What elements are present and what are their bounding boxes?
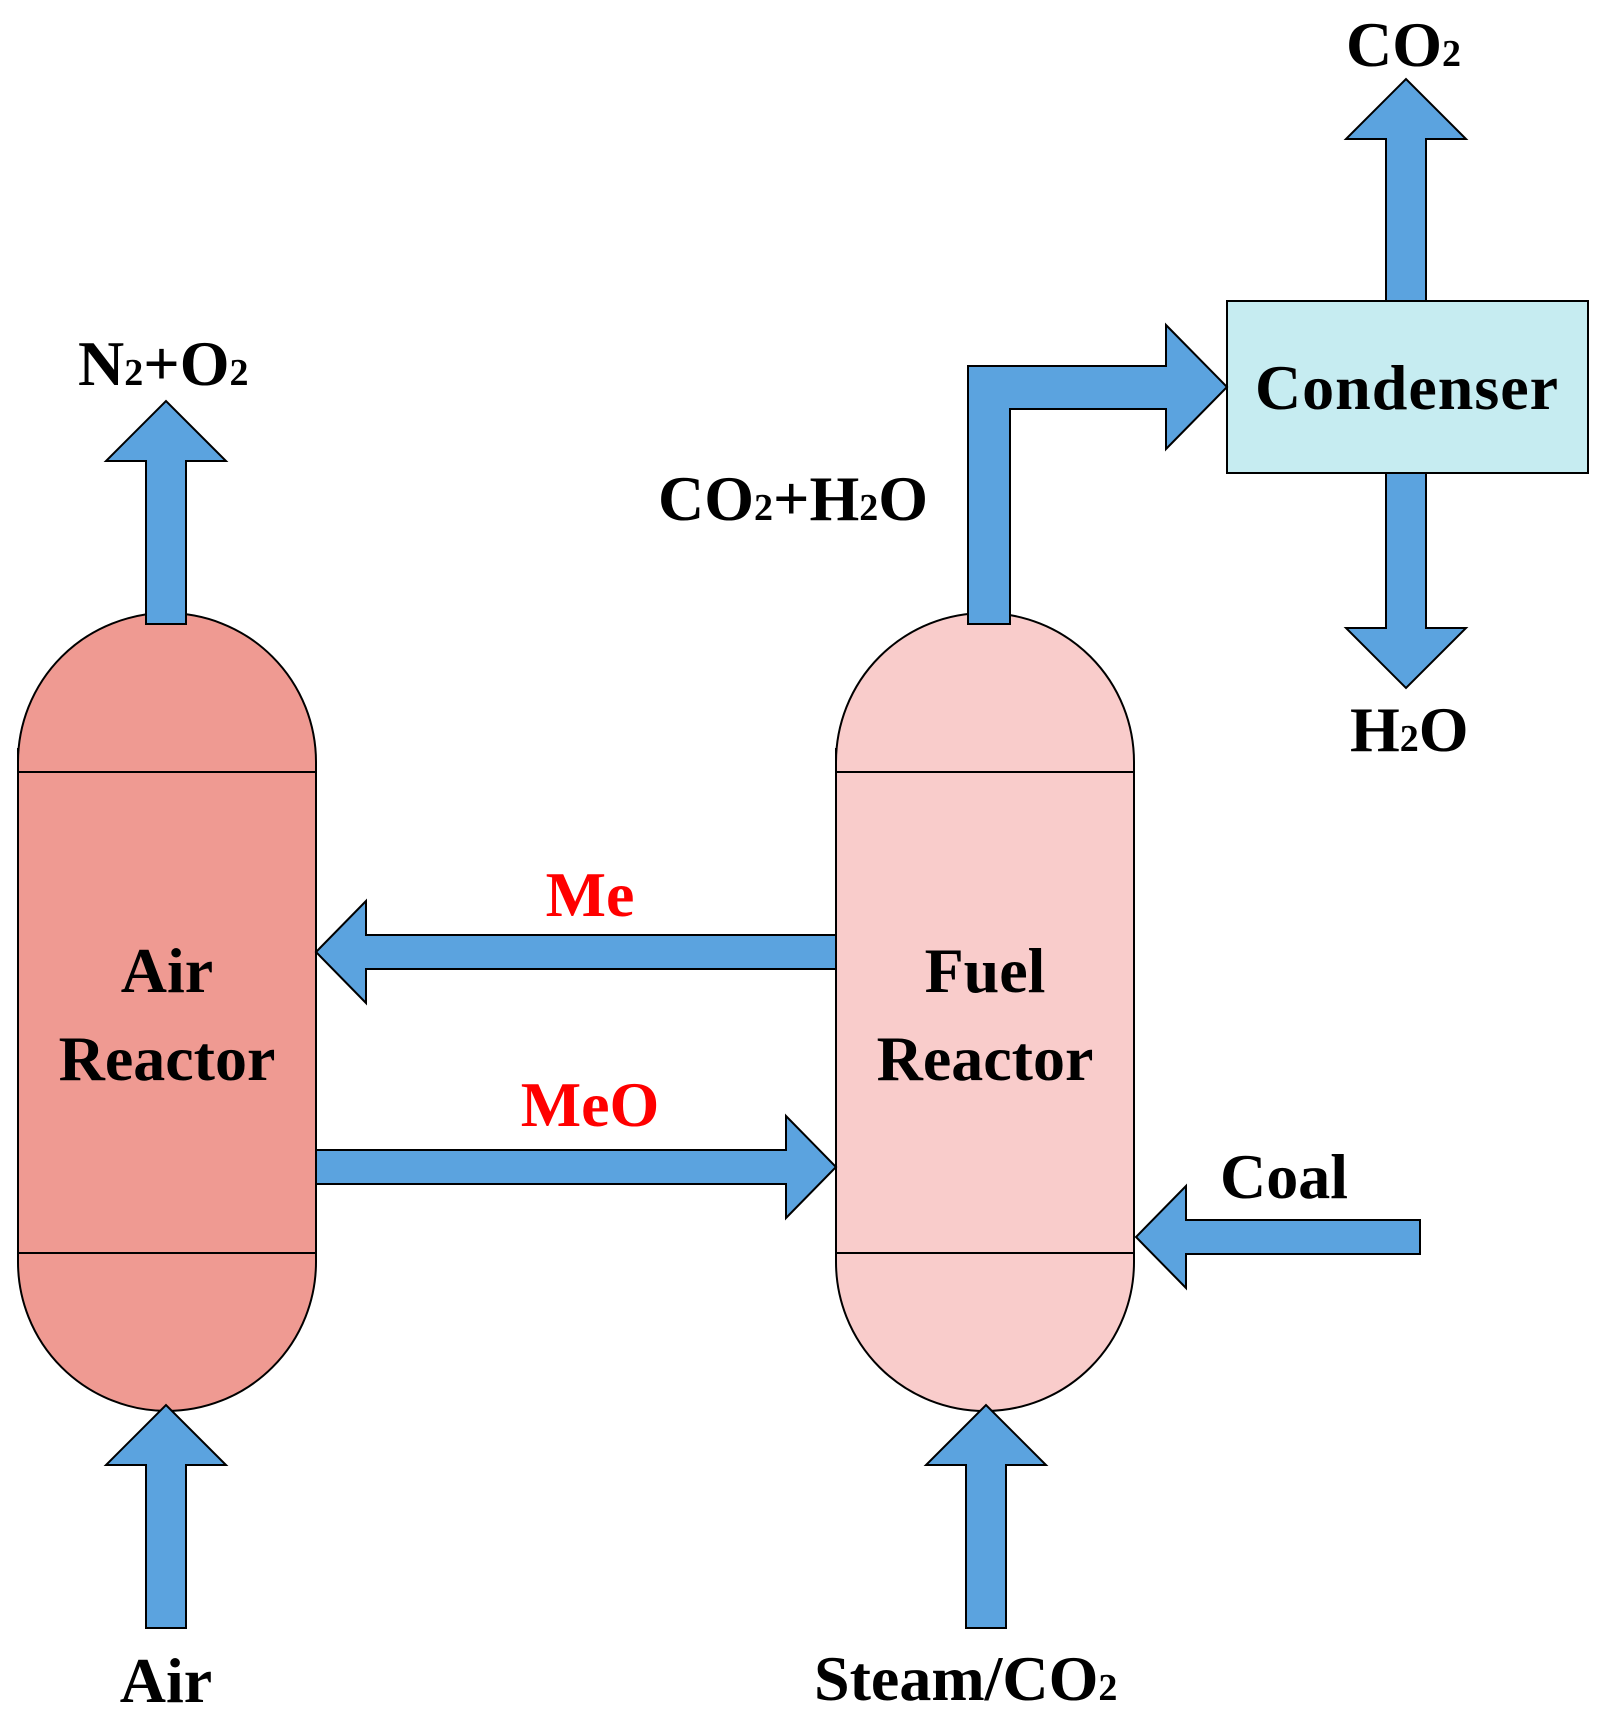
meo-transfer-arrow xyxy=(315,1113,838,1221)
co2-outlet-label: CO2 xyxy=(1346,9,1461,80)
n2-o2-outlet-arrow xyxy=(103,399,229,625)
n2-o2-label: N2+O2 xyxy=(78,328,248,399)
flow-arrows xyxy=(103,77,1469,1629)
air-reactor: Air Reactor xyxy=(17,612,317,1412)
co2-outlet-arrow xyxy=(1343,77,1469,302)
condenser-box xyxy=(1226,300,1589,474)
me-label: Me xyxy=(546,859,635,930)
air-reactor-body xyxy=(17,612,317,1412)
fuel-reactor-body xyxy=(835,612,1135,1412)
meo-label: MeO xyxy=(521,1069,660,1140)
fuel-reactor: Fuel Reactor xyxy=(835,612,1135,1412)
coal-label: Coal xyxy=(1220,1141,1348,1212)
steam-co2-label: Steam/CO2 xyxy=(814,1643,1117,1714)
h2o-outlet-arrow xyxy=(1343,472,1469,690)
me-transfer-arrow xyxy=(314,898,837,1006)
fuel-reactor-label-line2: Reactor xyxy=(877,1023,1094,1094)
air-inlet-arrow xyxy=(103,1403,229,1629)
condenser-label: Condenser xyxy=(1255,352,1559,423)
co2-h2o-pipe-arrow xyxy=(967,322,1229,625)
condenser: Condenser xyxy=(1226,300,1589,474)
air-reactor-label-line2: Reactor xyxy=(59,1023,276,1094)
h2o-outlet-label: H2O xyxy=(1350,694,1469,765)
coal-inlet-arrow xyxy=(1134,1183,1421,1291)
co2-h2o-label: CO2+H2O xyxy=(658,463,928,534)
air-inlet-label: Air xyxy=(120,1645,212,1716)
fuel-reactor-label-line1: Fuel xyxy=(925,935,1046,1006)
steam-co2-inlet-arrow xyxy=(923,1403,1049,1629)
air-reactor-label-line1: Air xyxy=(121,935,213,1006)
